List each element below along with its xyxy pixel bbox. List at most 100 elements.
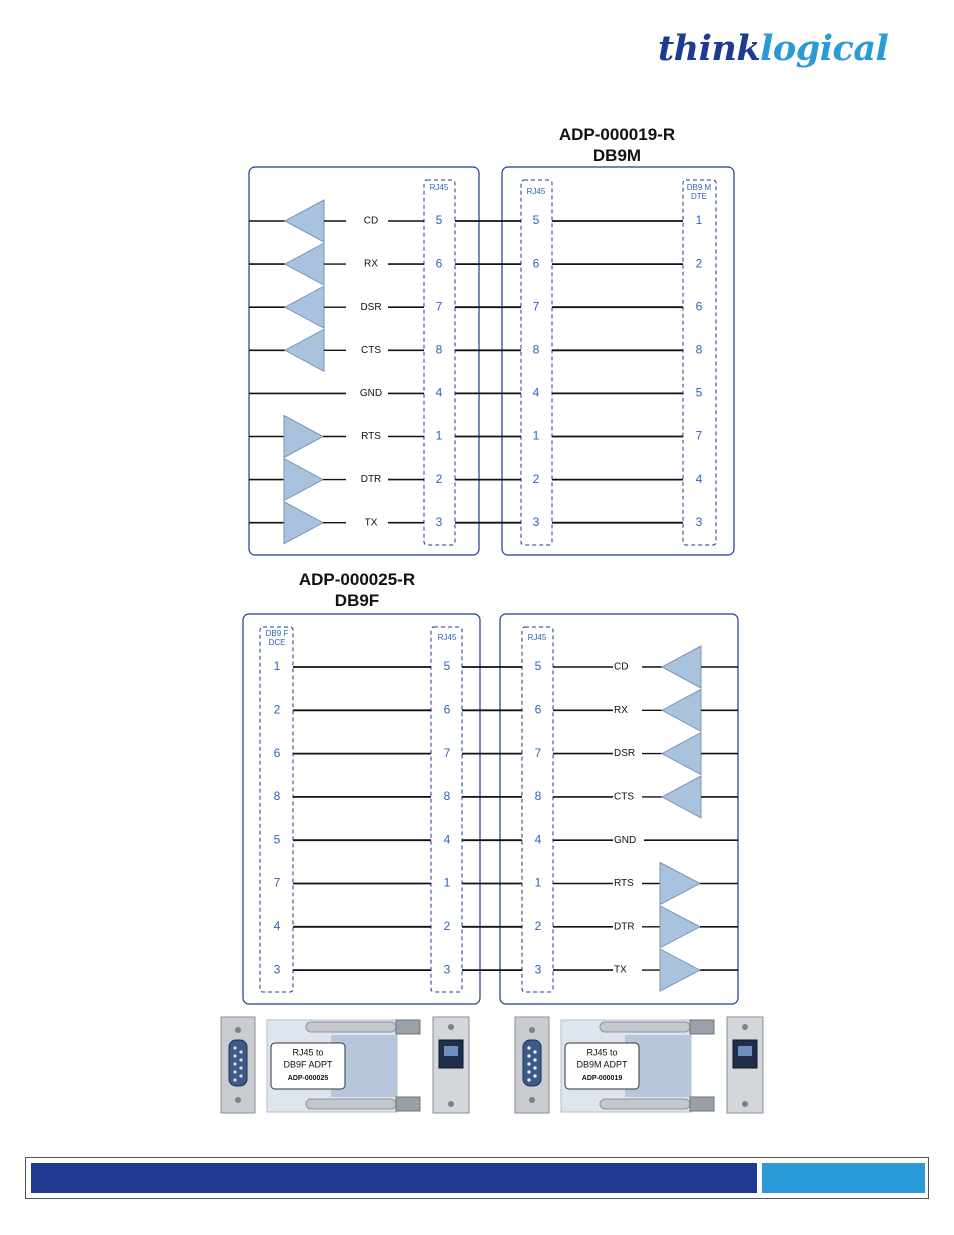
- screw-icon: [448, 1101, 454, 1107]
- top-input-buffer-triangle: [283, 199, 325, 243]
- page-footer: [25, 1157, 929, 1199]
- top-rj45-right-label: RJ45: [527, 187, 546, 196]
- adapter-label-line3: ADP-000019: [582, 1075, 623, 1082]
- top-db9-pin: 7: [696, 429, 703, 443]
- db9-pin-dot: [533, 1074, 537, 1078]
- db9-pin-dot: [527, 1054, 531, 1058]
- top-title-line2: DB9M: [592, 146, 642, 165]
- top-signal-label: CD: [364, 216, 378, 227]
- bottom-rj45-left-dashed: [430, 626, 463, 993]
- db9-pin-dot: [533, 1058, 537, 1062]
- top-db9-label-1: DB9 M: [687, 183, 712, 192]
- bottom-rj45-pin-left: 7: [444, 746, 451, 760]
- bottom-rj45-left-label: RJ45: [438, 633, 457, 642]
- footer-bar-dark: [31, 1163, 757, 1193]
- adapter-label-line1: RJ45 to: [292, 1047, 323, 1057]
- bottom-rj45-pin-left: 5: [444, 659, 451, 673]
- top-rj45-pin-left: 6: [436, 256, 443, 270]
- screw-icon: [235, 1097, 241, 1103]
- bottom-rj45-pin-right: 4: [535, 832, 542, 846]
- db9-pin-dot: [239, 1058, 243, 1062]
- top-rj45-left-dashed: [423, 179, 456, 546]
- bottom-db9-pin: 7: [274, 876, 281, 890]
- adapter-label-line2: DB9F ADPT: [283, 1059, 333, 1069]
- top-rj45-pin-left: 3: [436, 515, 443, 529]
- bottom-rj45-pin-right: 6: [535, 702, 542, 716]
- db9-pin-dot: [239, 1074, 243, 1078]
- db9-pin-dot: [233, 1046, 237, 1050]
- top-db9-pin: 6: [696, 299, 703, 313]
- top-input-buffer-triangle: [283, 242, 325, 286]
- bottom-rj45-pin-right: 2: [535, 919, 542, 933]
- top-right-box: [501, 166, 735, 556]
- db9-pin-dot: [233, 1054, 237, 1058]
- top-signal-label: TX: [365, 517, 378, 528]
- bottom-rj45-pin-left: 2: [444, 919, 451, 933]
- db9-pin-dot: [533, 1066, 537, 1070]
- bottom-rj45-pin-right: 5: [535, 659, 542, 673]
- thumbscrew: [395, 1096, 421, 1112]
- top-input-buffer-triangle: [283, 285, 325, 330]
- bottom-title-line1: ADP-000025-R: [298, 570, 416, 589]
- bottom-signal-label: CD: [614, 662, 628, 673]
- top-db9-pin: 5: [696, 386, 703, 400]
- adapter-label: [564, 1042, 640, 1090]
- bottom-db9-label-1: DB9 F: [266, 629, 289, 638]
- top-rj45-pin-left: 5: [436, 213, 443, 227]
- bottom-signal-label: CTS: [614, 792, 634, 803]
- bottom-signal-label: RX: [614, 705, 628, 716]
- thinklogical-logo: thinklogical: [658, 28, 889, 69]
- screw-icon: [742, 1024, 748, 1030]
- top-db9-pin: 2: [696, 256, 703, 270]
- db9-pin-dot: [527, 1070, 531, 1074]
- cable: [305, 1098, 397, 1110]
- adapter-label: [270, 1042, 346, 1090]
- bottom-db9-pin: 4: [274, 919, 281, 933]
- db9-pin-dot: [233, 1062, 237, 1066]
- cable: [599, 1098, 691, 1110]
- bottom-db9-pin: 2: [274, 702, 281, 716]
- top-db9-dashed: [682, 179, 717, 546]
- bottom-db9-label-2: DCE: [269, 638, 286, 647]
- top-signal-label: DTR: [361, 474, 382, 485]
- top-rj45-pin-left: 2: [436, 472, 443, 486]
- bottom-output-driver-triangle: [659, 948, 702, 992]
- bottom-rj45-pin-left: 1: [444, 876, 451, 890]
- top-rj45-pin-left: 4: [436, 386, 443, 400]
- screw-icon: [529, 1097, 535, 1103]
- bottom-rj45-pin-left: 6: [444, 702, 451, 716]
- bottom-input-buffer-triangle: [660, 731, 702, 776]
- cable: [599, 1021, 691, 1033]
- adapter-label-line1: RJ45 to: [586, 1047, 617, 1057]
- top-signal-label: RTS: [361, 431, 381, 442]
- bottom-output-driver-triangle: [659, 904, 702, 949]
- top-diagram-title: ADP-000019-R DB9M: [517, 124, 717, 166]
- logo-part1: think: [658, 28, 761, 69]
- top-output-driver-triangle: [283, 500, 325, 545]
- bottom-db9-dashed: [259, 626, 294, 993]
- top-db9-label-2: DTE: [691, 192, 707, 201]
- top-db9-pin: 1: [696, 213, 703, 227]
- thumbscrew: [395, 1019, 421, 1035]
- top-input-buffer-triangle: [283, 328, 325, 373]
- top-signal-label: CTS: [361, 345, 381, 356]
- bottom-input-buffer-triangle: [660, 775, 702, 819]
- bottom-title-line2: DB9F: [334, 591, 380, 610]
- top-rj45-left-label: RJ45: [430, 183, 449, 192]
- top-rj45-pin-left: 7: [436, 299, 443, 313]
- bottom-rj45-pin-left: 4: [444, 832, 451, 846]
- bottom-db9-pin: 3: [274, 962, 281, 976]
- bottom-signal-label: DSR: [614, 748, 635, 759]
- bottom-signal-label: TX: [614, 965, 627, 976]
- db9-pin-dot: [233, 1078, 237, 1082]
- rj45-contacts: [738, 1046, 752, 1056]
- screw-icon: [742, 1101, 748, 1107]
- bottom-diagram-title: ADP-000025-R DB9F: [257, 569, 457, 611]
- bottom-db9-pin: 6: [274, 746, 281, 760]
- top-rj45-pin-left: 1: [436, 429, 443, 443]
- top-rj45-pin-right: 6: [533, 256, 540, 270]
- top-db9-pin: 4: [696, 472, 703, 486]
- bottom-rj45-pin-right: 7: [535, 746, 542, 760]
- db9-shell: [228, 1039, 248, 1087]
